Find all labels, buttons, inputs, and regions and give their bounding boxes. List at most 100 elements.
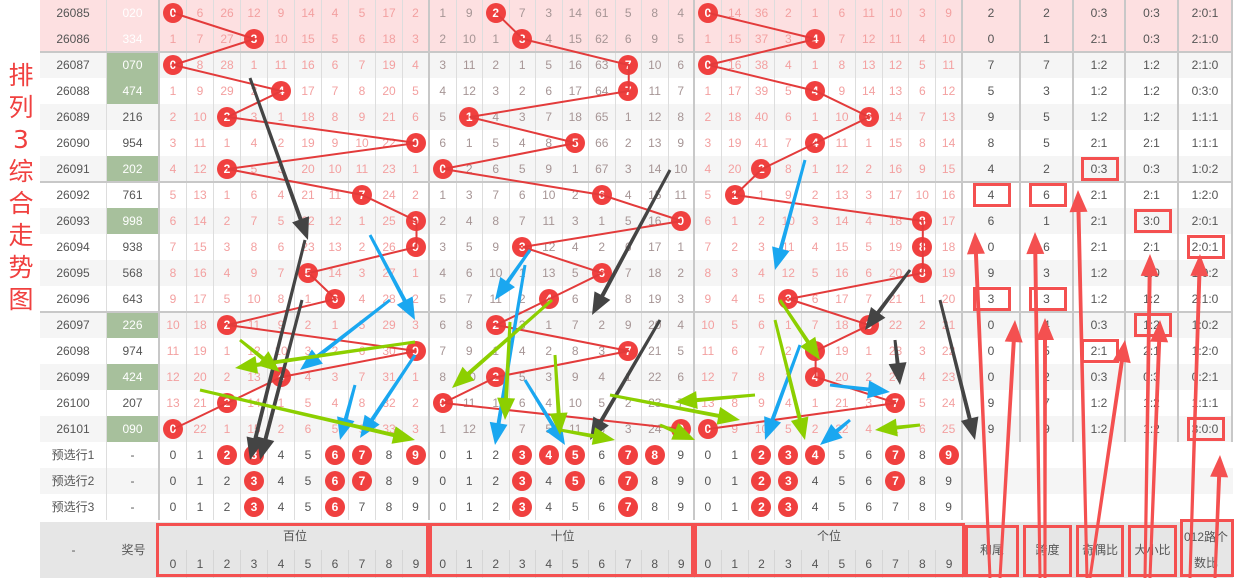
preselect-digit[interactable]: 5	[829, 442, 856, 468]
preselect-digit[interactable]: 1	[457, 442, 483, 468]
preselect-digit[interactable]: 1	[457, 468, 483, 494]
preselect-digit[interactable]: 3	[241, 442, 268, 468]
preselect-digit[interactable]: 0	[430, 494, 457, 520]
hundreds-omission-cell: 1	[349, 208, 376, 234]
preselect-digit[interactable]: 2	[214, 494, 241, 520]
preselect-digit[interactable]: 7	[616, 442, 642, 468]
odd-even-cell: 0:3	[1074, 364, 1126, 390]
tens-omission-cell: 4	[457, 208, 483, 234]
preselect-digit[interactable]: 5	[295, 442, 322, 468]
preselect-digit[interactable]: 8	[642, 468, 669, 494]
preselect-digit[interactable]: 0	[160, 468, 187, 494]
preselect-digit[interactable]: 6	[856, 494, 883, 520]
preselect-digit[interactable]: 4	[802, 494, 829, 520]
preselect-digit[interactable]: 8	[909, 442, 937, 468]
preselect-digit[interactable]: 1	[722, 494, 749, 520]
preselect-digit[interactable]: 0	[430, 442, 457, 468]
units-omission-cell: 8	[909, 208, 937, 234]
preselect-digit[interactable]: 9	[403, 494, 430, 520]
preselect-digit[interactable]: 2	[749, 494, 776, 520]
preselect-digit[interactable]: 1	[457, 494, 483, 520]
preselect-digit[interactable]: 6	[322, 468, 349, 494]
preselect-digit[interactable]: 5	[829, 494, 856, 520]
preselect-digit[interactable]: 9	[403, 442, 430, 468]
preselect-digit[interactable]: 7	[349, 494, 376, 520]
preselect-digit[interactable]: 6	[589, 468, 616, 494]
preselect-digit[interactable]: 8	[642, 442, 669, 468]
preselect-digit[interactable]: 3	[510, 468, 536, 494]
preselect-digit[interactable]: 0	[430, 468, 457, 494]
preselect-digit[interactable]: 7	[349, 442, 376, 468]
preselect-digit[interactable]: 9	[936, 442, 963, 468]
preselect-digit[interactable]: 4	[536, 468, 563, 494]
preselect-digit[interactable]: 2	[749, 442, 776, 468]
preselect-digit[interactable]: 8	[642, 494, 669, 520]
preselect-digit[interactable]: 5	[563, 468, 589, 494]
preselect-digit[interactable]: 2	[214, 442, 241, 468]
preselect-digit[interactable]: 5	[829, 468, 856, 494]
preselect-digit[interactable]: 2	[483, 468, 510, 494]
preselect-digit[interactable]: 7	[883, 468, 910, 494]
preselect-digit[interactable]: 8	[376, 468, 403, 494]
preselect-digit[interactable]: 7	[883, 494, 910, 520]
preselect-digit[interactable]: 1	[187, 468, 214, 494]
preselect-digit[interactable]: 5	[295, 468, 322, 494]
preselect-digit[interactable]: 8	[376, 494, 403, 520]
preselect-digit[interactable]: 8	[909, 468, 937, 494]
preselect-digit[interactable]: 5	[563, 442, 589, 468]
preselect-digit[interactable]: 9	[669, 494, 695, 520]
preselect-digit[interactable]: 0	[695, 494, 722, 520]
preselect-digit[interactable]: 0	[160, 442, 187, 468]
preselect-digit[interactable]: 3	[510, 494, 536, 520]
preselect-digit[interactable]: 3	[241, 494, 268, 520]
preselect-digit[interactable]: 6	[856, 442, 883, 468]
preselect-digit[interactable]: 6	[856, 468, 883, 494]
preselect-digit[interactable]: 3	[775, 468, 803, 494]
preselect-digit[interactable]: 8	[909, 494, 937, 520]
units-omission-cell: 20	[829, 364, 856, 390]
preselect-digit[interactable]: 3	[775, 442, 803, 468]
preselect-digit[interactable]: 4	[802, 442, 829, 468]
preselect-digit[interactable]: 4	[802, 468, 829, 494]
preselect-digit[interactable]: 6	[322, 494, 349, 520]
preselect-digit[interactable]: 8	[376, 442, 403, 468]
preselect-digit[interactable]: 6	[589, 494, 616, 520]
preselect-digit[interactable]: 9	[936, 468, 963, 494]
preselect-digit[interactable]: 3	[775, 494, 803, 520]
preselect-digit[interactable]: 6	[589, 442, 616, 468]
preselect-digit[interactable]: 0	[160, 494, 187, 520]
preselect-digit[interactable]: 9	[669, 468, 695, 494]
tens-omission-cell: 14	[642, 156, 669, 182]
preselect-digit[interactable]: 3	[510, 442, 536, 468]
preselect-digit[interactable]: 7	[883, 442, 910, 468]
preselect-digit[interactable]: 1	[722, 468, 749, 494]
preselect-digit[interactable]: 0	[695, 468, 722, 494]
preselect-digit[interactable]: 9	[403, 468, 430, 494]
preselect-digit[interactable]: 1	[187, 442, 214, 468]
preselect-digit[interactable]: 5	[295, 494, 322, 520]
preselect-digit[interactable]: 0	[695, 442, 722, 468]
preselect-digit[interactable]: 2	[214, 468, 241, 494]
preselect-digit[interactable]: 3	[241, 468, 268, 494]
preselect-digit[interactable]: 4	[268, 468, 295, 494]
preselect-digit[interactable]: 4	[268, 442, 295, 468]
preselect-digit[interactable]: 9	[669, 442, 695, 468]
preselect-digit[interactable]: 2	[749, 468, 776, 494]
preselect-digit[interactable]: 2	[483, 494, 510, 520]
preselect-digit[interactable]: 7	[616, 468, 642, 494]
preselect-digit[interactable]: 7	[349, 468, 376, 494]
preselect-digit[interactable]: 2	[483, 442, 510, 468]
period-cell: 26085	[40, 0, 107, 26]
preselect-digit[interactable]: 6	[322, 442, 349, 468]
preselect-digit[interactable]: 4	[268, 494, 295, 520]
preselect-digit[interactable]: 7	[616, 494, 642, 520]
preselect-digit[interactable]: 1	[187, 494, 214, 520]
preselect-digit[interactable]: 4	[536, 494, 563, 520]
selected-digit-ball: 7	[618, 497, 639, 517]
preselect-digit[interactable]: 5	[563, 494, 589, 520]
units-omission-cell: 21	[936, 312, 963, 338]
preselect-digit[interactable]: 9	[936, 494, 963, 520]
winning-ball: 7	[618, 81, 639, 101]
preselect-digit[interactable]: 4	[536, 442, 563, 468]
preselect-digit[interactable]: 1	[722, 442, 749, 468]
